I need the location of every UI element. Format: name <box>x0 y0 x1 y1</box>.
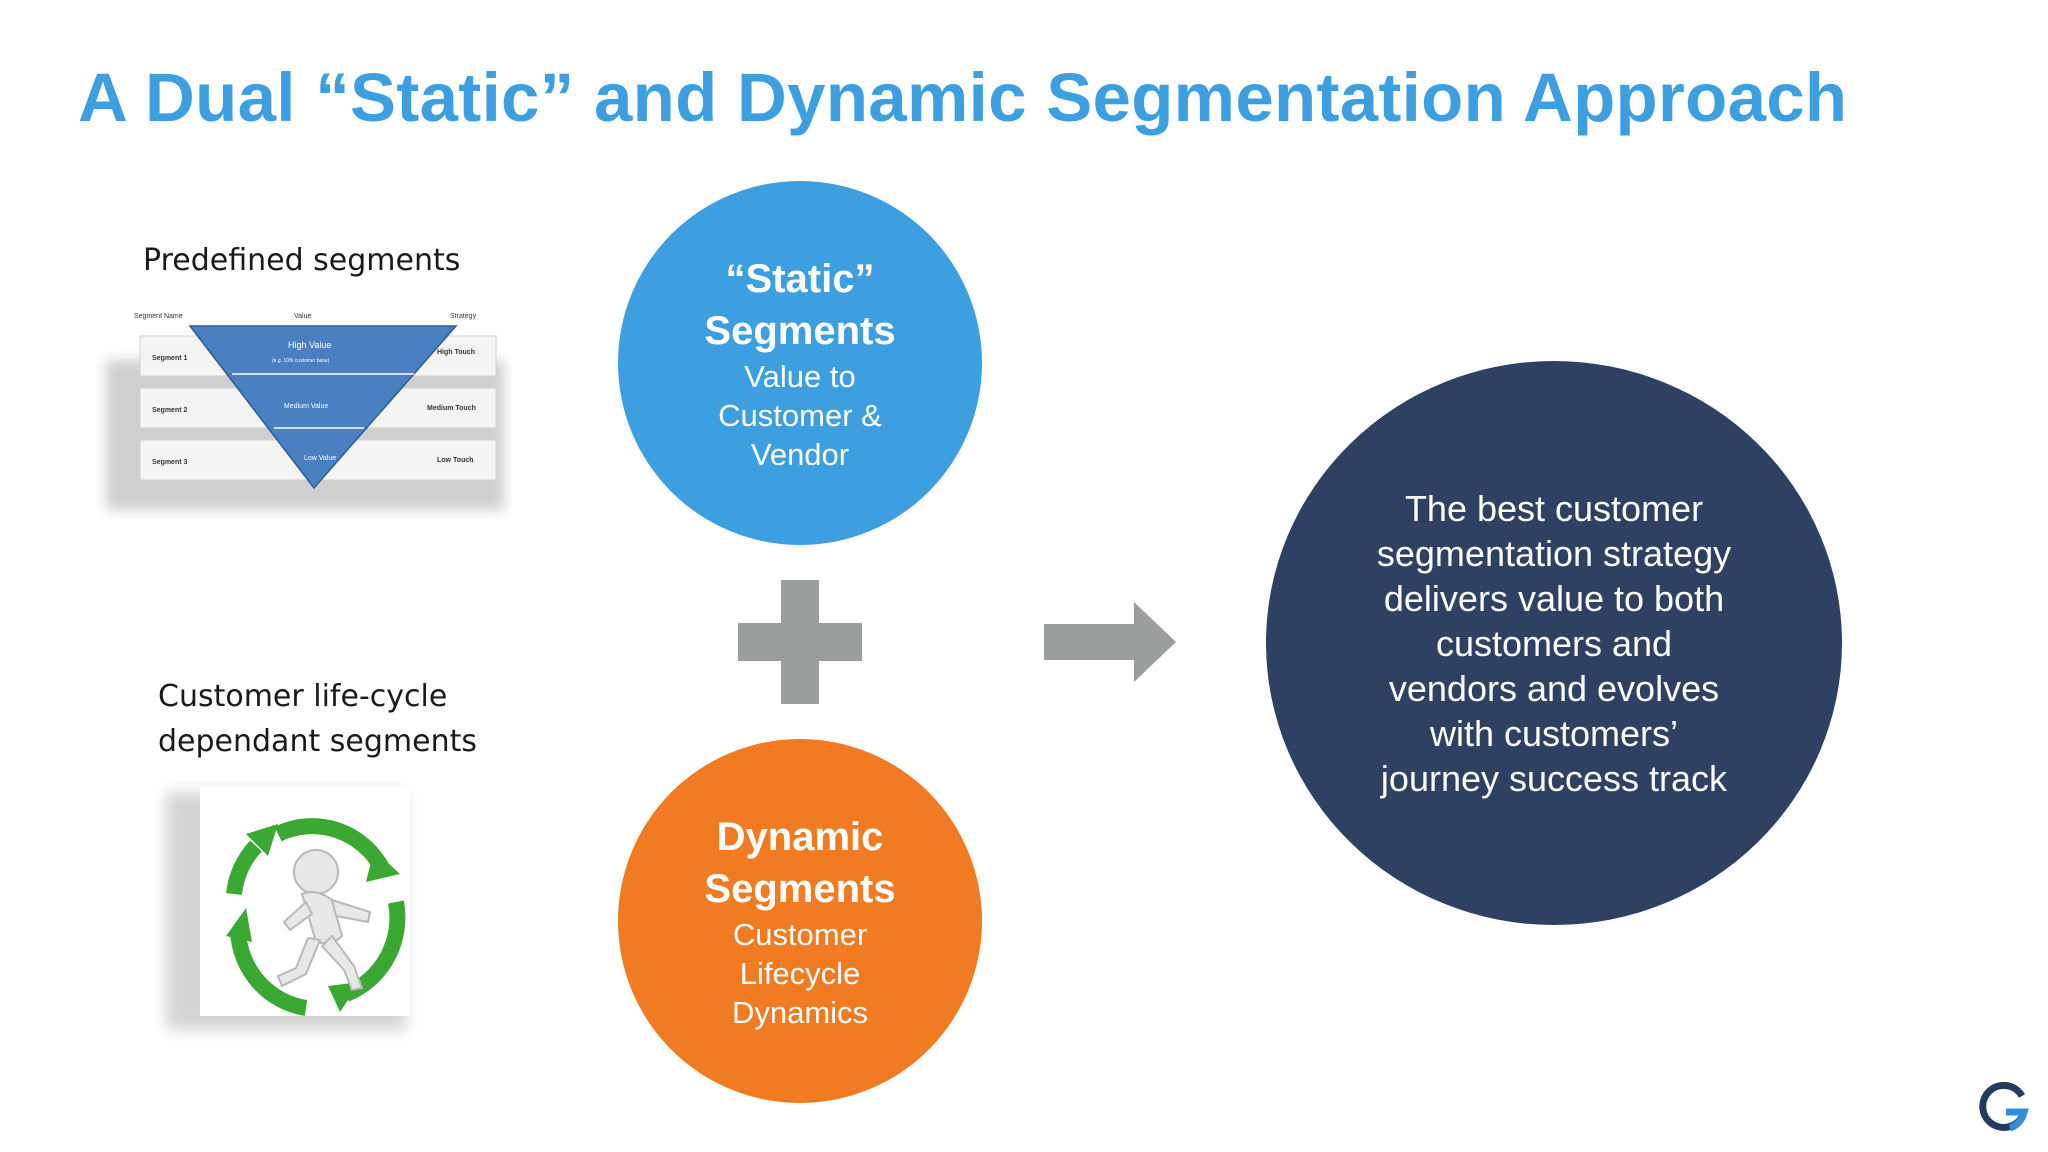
running-figure <box>276 849 372 992</box>
static-sub-line2: Customer & <box>718 397 882 433</box>
pyramid-segments-image: Segment Name Value Strategy Segment 1 Hi… <box>106 313 504 510</box>
g-logo-icon <box>1979 1082 2029 1132</box>
result-line: delivers value to both <box>1383 577 1725 619</box>
arrow-right-icon <box>1044 602 1176 682</box>
result-line: with customers’ <box>1429 712 1679 754</box>
dynamic-sub-line3: Dynamics <box>731 994 869 1030</box>
pyramid-value-label: Low Value <box>304 455 336 462</box>
pyramid-header-right: Strategy <box>450 313 477 320</box>
result-line: vendors and evolves <box>1388 667 1720 709</box>
dynamic-sub-line1: Customer <box>732 916 868 952</box>
result-line: The best customer <box>1404 487 1704 529</box>
lifecycle-caption: Customer life-cycle dependant segments <box>158 674 477 764</box>
pyramid-value-label: Medium Value <box>284 403 328 410</box>
pyramid-segment-label: Segment 2 <box>152 407 188 414</box>
static-heading-line1: “Static” <box>725 256 875 301</box>
pyramid-header-left: Segment Name <box>134 313 183 320</box>
static-sub-line1: Value to <box>744 358 856 394</box>
lifecycle-caption-line1: Customer life-cycle <box>158 679 448 714</box>
predefined-segments-caption: Predefined segments <box>143 243 461 278</box>
slide-title: A Dual “Static” and Dynamic Segmentation… <box>78 59 1848 136</box>
result-line: customers and <box>1435 622 1673 664</box>
pyramid-segment-label: Segment 3 <box>152 459 188 466</box>
pyramid-segment-label: Segment 1 <box>152 355 188 362</box>
pyramid-touch-label: Medium Touch <box>427 405 476 412</box>
lifecycle-cycle-image <box>166 786 410 1030</box>
dynamic-segments-circle: Dynamic Segments Customer Lifecycle Dyna… <box>618 739 982 1103</box>
pyramid-touch-label: Low Touch <box>437 457 473 464</box>
inverted-pyramid-shape <box>188 325 458 490</box>
static-segments-circle: “Static” Segments Value to Customer & Ve… <box>618 181 982 545</box>
static-heading-line2: Segments <box>704 308 896 353</box>
dynamic-sub-line2: Lifecycle <box>739 955 861 991</box>
pyramid-value-note: (e.g. 10% customer base) <box>272 358 330 364</box>
dynamic-heading-line2: Segments <box>704 866 896 911</box>
result-strategy-circle: The best customer segmentation strategy … <box>1266 361 1842 925</box>
static-sub-line3: Vendor <box>750 436 850 472</box>
dynamic-heading-line1: Dynamic <box>716 814 884 859</box>
pyramid-touch-label: High Touch <box>437 349 475 356</box>
lifecycle-caption-line2: dependant segments <box>158 724 477 759</box>
result-line: journey success track <box>1380 757 1728 799</box>
result-text: The best customer segmentation strategy … <box>1354 486 1754 801</box>
plus-icon <box>738 580 862 704</box>
pyramid-header-mid: Value <box>294 313 311 320</box>
pyramid-value-label: High Value <box>288 340 331 350</box>
result-line: segmentation strategy <box>1376 532 1732 574</box>
